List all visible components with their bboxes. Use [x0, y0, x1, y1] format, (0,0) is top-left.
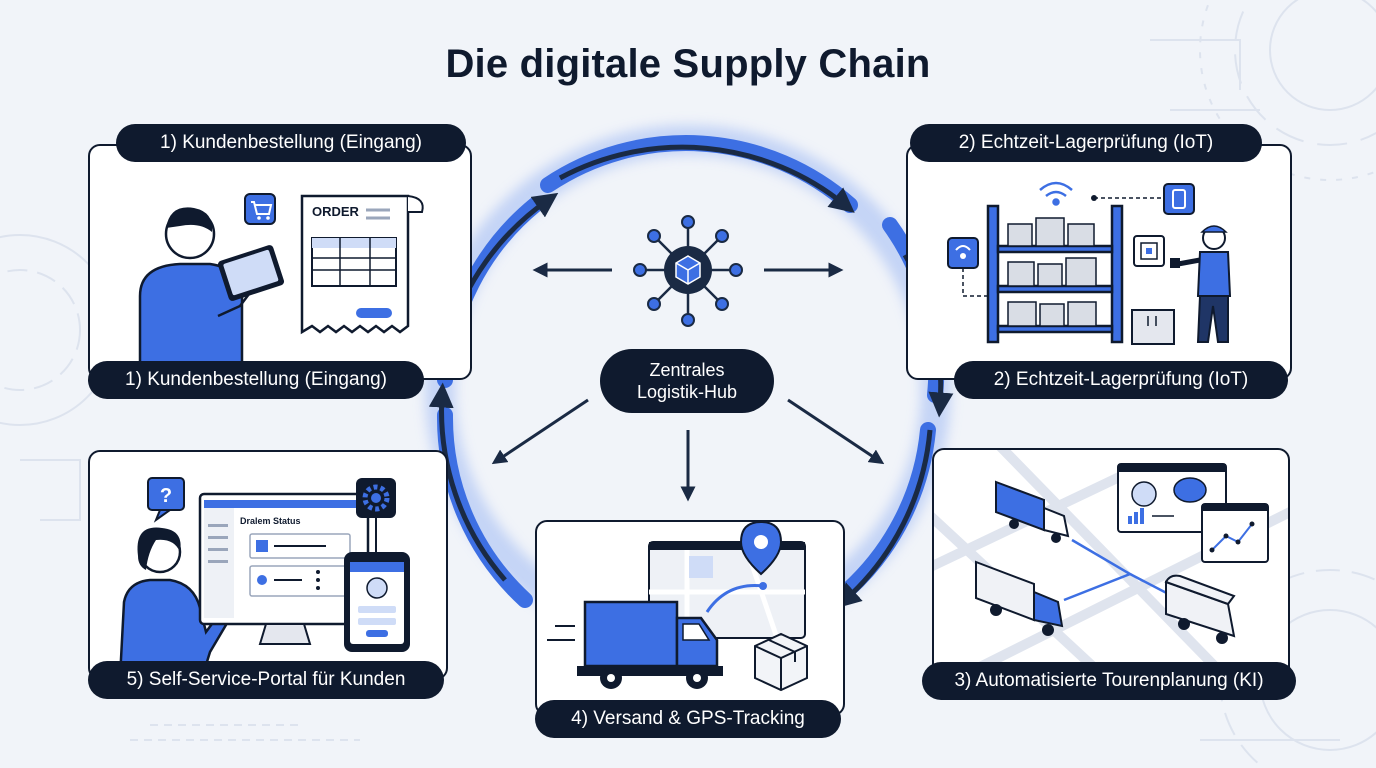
central-hub-label: Zentrales Logistik-Hub — [600, 349, 774, 413]
step-1-card: ORDER — [88, 144, 472, 380]
warehouse-iot-illustration — [947, 181, 1232, 345]
network-hub-icon — [633, 215, 743, 327]
smartphone-portal-icon — [344, 552, 410, 652]
step-5-card: ? Dralem Status — [88, 450, 448, 680]
ai-dashboard-icon — [1117, 463, 1227, 533]
location-pin-icon — [739, 522, 783, 576]
step-4-card — [535, 520, 845, 716]
truck-icon-2 — [975, 560, 1064, 636]
step-1-top-label: 1) Kundenbestellung (Eingang) — [116, 124, 466, 162]
hub-label-line2: Logistik-Hub — [636, 382, 738, 402]
step-2-card — [906, 144, 1292, 380]
self-service-portal-illustration: ? Dralem Status — [118, 477, 410, 678]
step-4-bottom-label: 4) Versand & GPS-Tracking — [535, 700, 841, 738]
line-chart-icon — [1201, 503, 1269, 563]
smartphone-icon — [1163, 183, 1195, 215]
step-3-card — [932, 448, 1290, 688]
customer-order-illustration: ORDER — [138, 193, 424, 378]
step-3-bottom-label: 3) Automatisierte Tourenplanung (KI) — [922, 662, 1296, 700]
shipping-gps-illustration — [547, 522, 808, 692]
wifi-icon — [1039, 181, 1073, 206]
order-document-icon — [300, 194, 424, 335]
rfid-reader-icon — [1133, 235, 1165, 267]
sensor-icon — [947, 237, 979, 269]
monitor-icon: Dralem Status — [198, 492, 370, 645]
step-2-top-label: 2) Echtzeit-Lagerprüfung (IoT) — [910, 124, 1262, 162]
delivery-truck-icon — [547, 600, 723, 689]
truck-icon — [995, 480, 1070, 543]
route-planning-illustration — [934, 450, 1288, 686]
question-mark-text: ? — [160, 485, 172, 507]
step-2-bottom-label: 2) Echtzeit-Lagerprüfung (IoT) — [954, 361, 1288, 399]
question-bubble-icon: ? — [147, 477, 185, 523]
warehouse-worker-icon — [1170, 225, 1232, 343]
tablet-icon — [217, 245, 285, 301]
van-icon — [1164, 574, 1236, 644]
step-1-bottom-label: 1) Kundenbestellung (Eingang) — [88, 361, 424, 399]
hub-label-line1: Zentrales — [649, 360, 725, 380]
order-document-title: ORDER — [312, 204, 360, 219]
customer-person-icon — [118, 527, 238, 678]
portal-status-text: Dralem Status — [240, 516, 301, 526]
package-box-icon — [754, 632, 808, 692]
shopping-cart-icon — [244, 193, 276, 225]
gear-icon — [356, 478, 396, 552]
step-5-bottom-label: 5) Self-Service-Portal für Kunden — [88, 661, 444, 699]
page-title: Die digitale Supply Chain — [445, 42, 931, 86]
